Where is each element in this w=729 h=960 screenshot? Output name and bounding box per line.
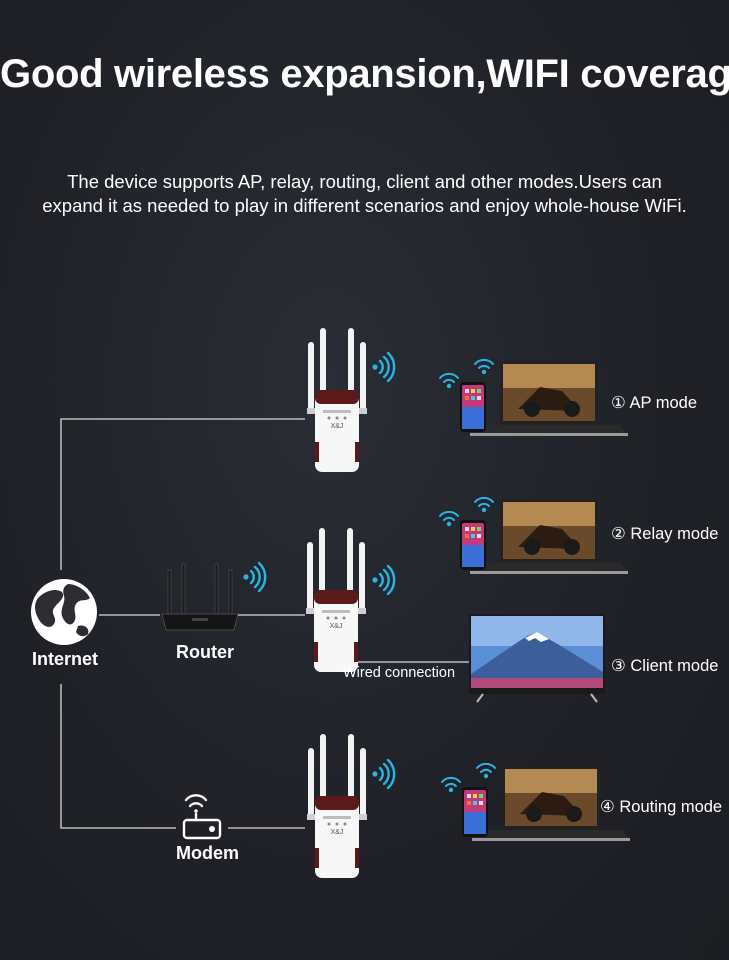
laptop-icon [470, 361, 628, 436]
modem-icon [182, 794, 222, 840]
mode-relay-label: ② Relay mode [611, 525, 719, 543]
wifi-waves-icon [371, 564, 396, 596]
globe-icon [31, 579, 97, 645]
mode-ap-label: ① AP mode [611, 394, 698, 412]
router-label: Router [176, 642, 234, 662]
mode-routing-label: ④ Routing mode [600, 798, 723, 816]
page-subtitle: The device supports AP, relay, routing, … [0, 170, 729, 218]
extender-brand: X&J [331, 829, 344, 836]
subtitle-line-2: expand it as needed to play in different… [42, 195, 687, 216]
page-title: Good wireless expansion,WIFI coverage [0, 52, 729, 96]
phone-icon [462, 787, 488, 837]
subtitle-line-1: The device supports AP, relay, routing, … [67, 171, 662, 192]
phone-icon [460, 520, 486, 570]
extender-ap-icon [307, 328, 367, 472]
connection-lines [60, 418, 470, 829]
wifi-waves-icon [439, 510, 459, 528]
wired-connection-label: Wired connection [343, 665, 456, 681]
wifi-waves-icon [439, 372, 459, 390]
internet-label: Internet [32, 649, 99, 669]
extender-routing-icon [307, 734, 367, 878]
modem-label: Modem [176, 843, 239, 863]
extender-brand: X&J [330, 623, 343, 630]
wifi-waves-icon [474, 358, 494, 376]
phone-icon [460, 382, 486, 432]
wifi-waves-icon [371, 758, 396, 790]
laptop-icon [470, 499, 628, 574]
extender-relay-icon [306, 528, 366, 672]
wifi-waves-icon [441, 776, 461, 794]
wifi-waves-icon [242, 561, 267, 593]
wifi-waves-icon [474, 496, 494, 514]
extender-brand: X&J [331, 423, 344, 430]
mode-client-label: ③ Client mode [611, 657, 719, 675]
wifi-waves-icon [371, 351, 396, 383]
tv-icon [469, 614, 605, 703]
router-icon [161, 563, 239, 631]
wifi-waves-icon [476, 762, 496, 780]
